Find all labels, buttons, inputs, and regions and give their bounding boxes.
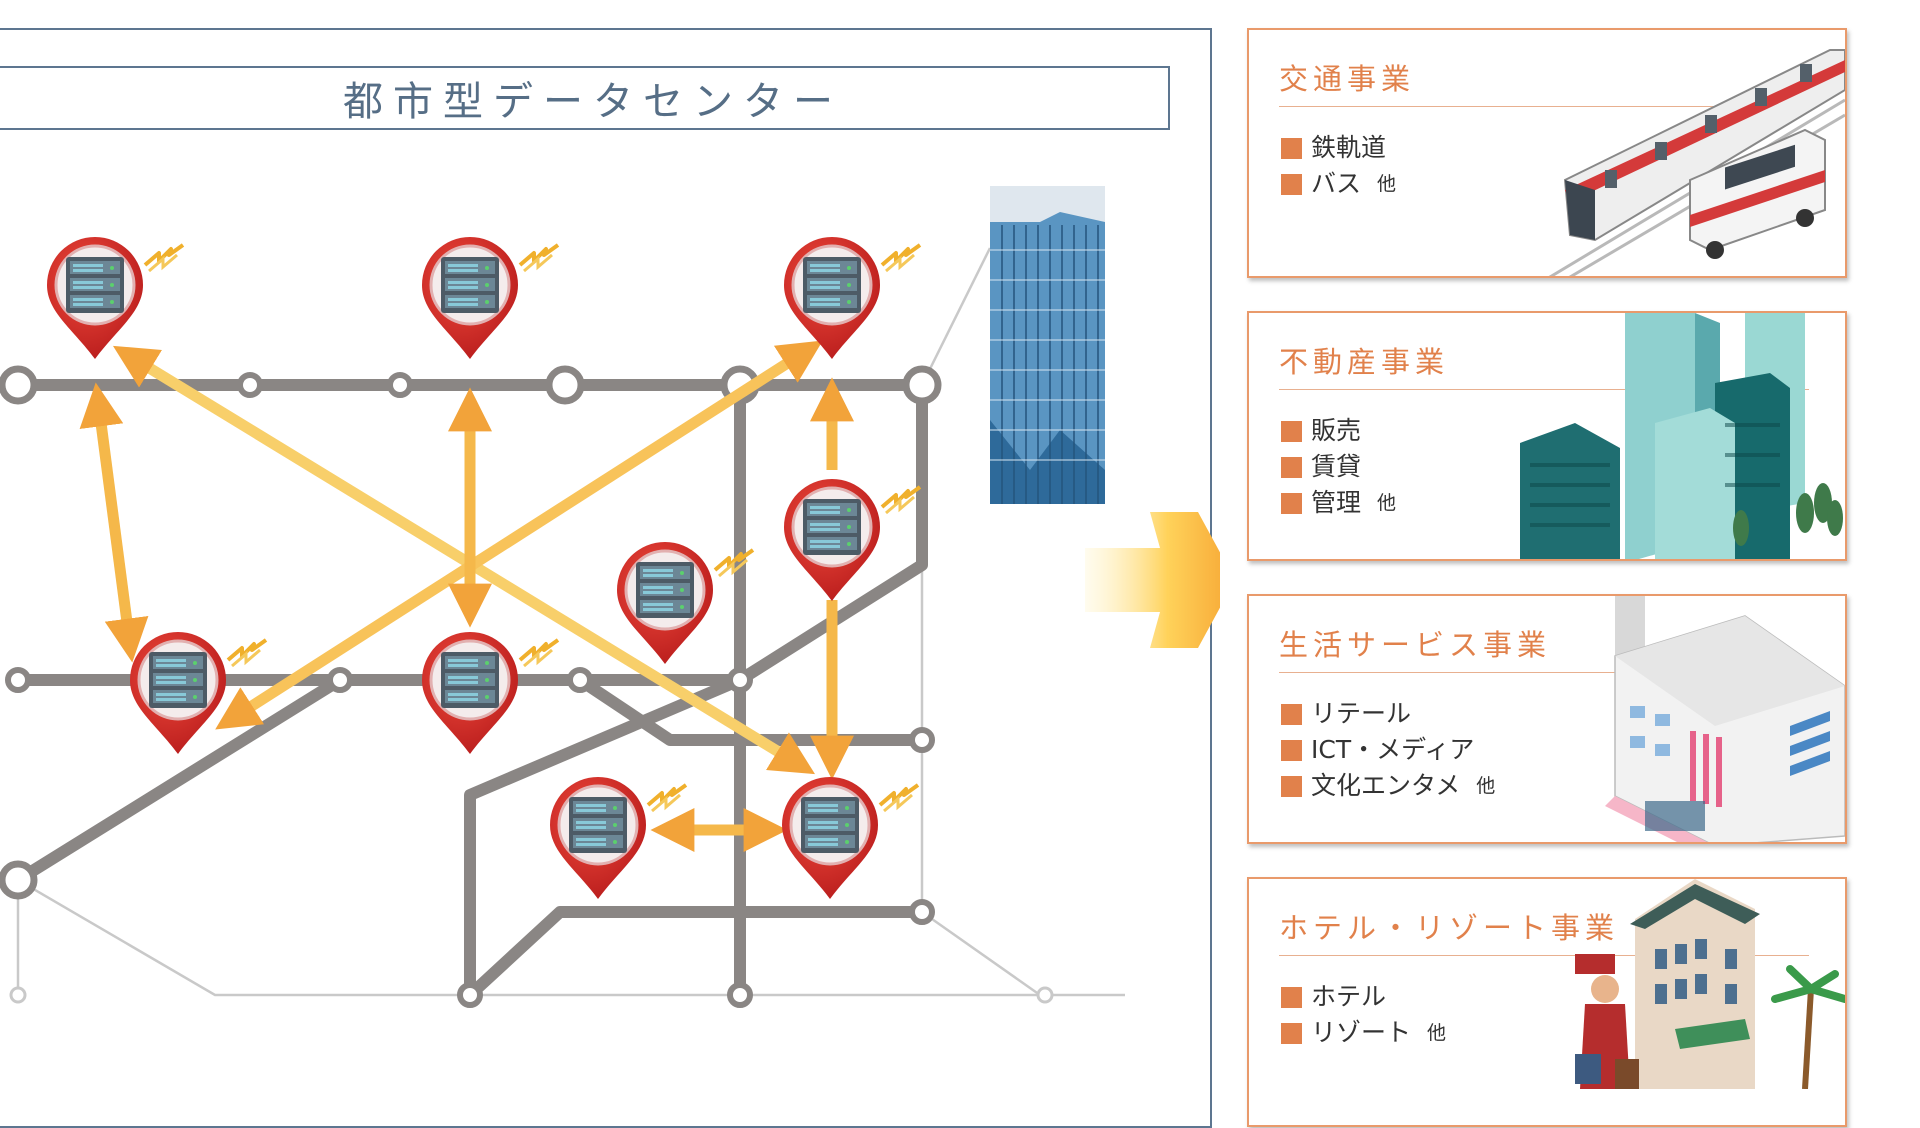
flow-arrow-icon bbox=[1085, 512, 1220, 648]
palm-icon bbox=[1771, 965, 1845, 1089]
business-title: 不動産事業 bbox=[1279, 345, 1450, 379]
server-pin bbox=[548, 775, 688, 901]
network-diagram bbox=[0, 186, 1220, 1008]
list-item: リテール bbox=[1281, 696, 1495, 732]
store-icon bbox=[1605, 596, 1845, 842]
hotel-icon bbox=[1575, 879, 1845, 1089]
building-icon bbox=[990, 186, 1105, 504]
list-item: 販売 bbox=[1281, 413, 1396, 449]
divider bbox=[1279, 672, 1679, 673]
business-item-list: 販売 賃貸 管理他 bbox=[1281, 413, 1396, 521]
list-item: ICT・メディア bbox=[1281, 732, 1495, 768]
server-pin bbox=[420, 235, 560, 361]
apartment-icon bbox=[1520, 313, 1843, 559]
list-item: ホテル bbox=[1281, 979, 1446, 1015]
diagram-title-box: 都市型データセンター bbox=[0, 66, 1170, 130]
server-pin bbox=[420, 630, 560, 756]
business-card-transport: 交通事業 鉄軌道 バス他 bbox=[1247, 28, 1847, 278]
minor-stations bbox=[9, 986, 1054, 1004]
business-item-list: リテール ICT・メディア 文化エンタメ他 bbox=[1281, 696, 1495, 804]
business-item-list: 鉄軌道 バス他 bbox=[1281, 130, 1396, 202]
list-item: 文化エンタメ他 bbox=[1281, 768, 1495, 804]
data-links bbox=[79, 279, 854, 852]
server-pin bbox=[45, 235, 185, 361]
business-title: ホテル・リゾート事業 bbox=[1279, 911, 1620, 945]
list-item: 管理他 bbox=[1281, 485, 1396, 521]
diagram-title: 都市型データセンター bbox=[343, 79, 843, 125]
server-pin bbox=[782, 235, 922, 361]
divider bbox=[1279, 106, 1809, 107]
train-icon bbox=[1548, 49, 1845, 276]
business-card-hotel-resort: ホテル・リゾート事業 ホテル リゾート他 bbox=[1247, 877, 1847, 1127]
list-item: 賃貸 bbox=[1281, 449, 1396, 485]
list-item: 鉄軌道 bbox=[1281, 130, 1396, 166]
business-title: 生活サービス事業 bbox=[1279, 628, 1552, 662]
business-title: 交通事業 bbox=[1279, 62, 1416, 96]
bellhop-icon bbox=[1575, 954, 1639, 1089]
server-pin bbox=[615, 540, 755, 666]
business-item-list: ホテル リゾート他 bbox=[1281, 979, 1446, 1051]
business-card-real-estate: 不動産事業 販売 賃貸 管理他 bbox=[1247, 311, 1847, 561]
divider bbox=[1279, 389, 1809, 390]
business-card-life-service: 生活サービス事業 リテール ICT・メディア 文化エンタメ他 bbox=[1247, 594, 1847, 844]
divider bbox=[1279, 955, 1809, 956]
server-pin bbox=[780, 775, 920, 901]
list-item: バス他 bbox=[1281, 166, 1396, 202]
list-item: リゾート他 bbox=[1281, 1015, 1446, 1051]
